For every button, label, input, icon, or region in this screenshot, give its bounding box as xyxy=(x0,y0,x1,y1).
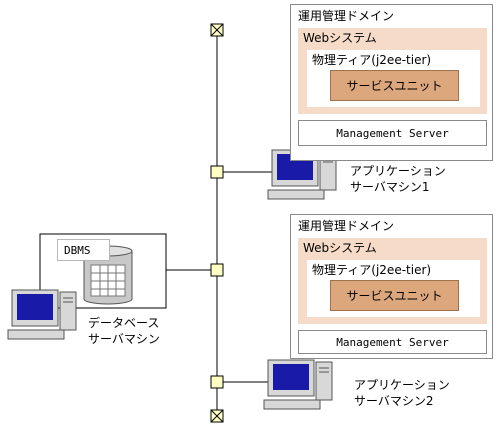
dbms-label: DBMS xyxy=(57,239,110,261)
app-server-1-name-line2: サーバマシン1 xyxy=(350,180,430,194)
management-domain-2: 運用管理ドメイン Webシステム 物理ティア(j2ee-tier) サービスユニ… xyxy=(290,214,493,359)
db-server-name-line1: データベース xyxy=(88,316,160,330)
terminator-bottom-icon xyxy=(210,409,224,423)
computer-icon xyxy=(263,359,333,410)
management-server-label: Management Server xyxy=(336,335,449,349)
app-server-1-name-line1: アプリケーション xyxy=(350,164,446,178)
websystem-label: Webシステム xyxy=(303,31,377,45)
management-server-label: Management Server xyxy=(336,126,449,140)
physical-tier-box: 物理ティア(j2ee-tier) サービスユニット xyxy=(307,260,480,317)
service-unit-box: サービスユニット xyxy=(330,280,459,311)
computer-icon xyxy=(7,289,77,340)
node-app-server-1 xyxy=(210,165,224,179)
db-server-name-line2: サーバマシン xyxy=(88,332,160,346)
dbms-label-text: DBMS xyxy=(64,243,91,257)
physical-tier-label: 物理ティア(j2ee-tier) xyxy=(312,53,432,67)
physical-tier-box: 物理ティア(j2ee-tier) サービスユニット xyxy=(307,50,480,107)
management-domain-1: 運用管理ドメイン Webシステム 物理ティア(j2ee-tier) サービスユニ… xyxy=(290,4,493,161)
domain-title: 運用管理ドメイン xyxy=(298,219,395,233)
management-server-box: Management Server xyxy=(298,120,487,146)
node-app-server-2 xyxy=(210,375,224,389)
physical-tier-label: 物理ティア(j2ee-tier) xyxy=(312,263,432,277)
terminator-top-icon xyxy=(210,23,224,37)
websystem-box: Webシステム 物理ティア(j2ee-tier) サービスユニット xyxy=(298,28,487,114)
app-server-2-name-line2: サーバマシン2 xyxy=(354,394,434,408)
app-server-2-name-line1: アプリケーション xyxy=(354,378,450,392)
domain-title: 運用管理ドメイン xyxy=(298,9,395,23)
service-unit-label: サービスユニット xyxy=(346,289,443,303)
websystem-box: Webシステム 物理ティア(j2ee-tier) サービスユニット xyxy=(298,238,487,324)
websystem-label: Webシステム xyxy=(303,241,377,255)
management-server-box: Management Server xyxy=(298,330,487,354)
service-unit-label: サービスユニット xyxy=(346,79,443,93)
service-unit-box: サービスユニット xyxy=(330,70,459,101)
node-db-server xyxy=(210,263,224,277)
